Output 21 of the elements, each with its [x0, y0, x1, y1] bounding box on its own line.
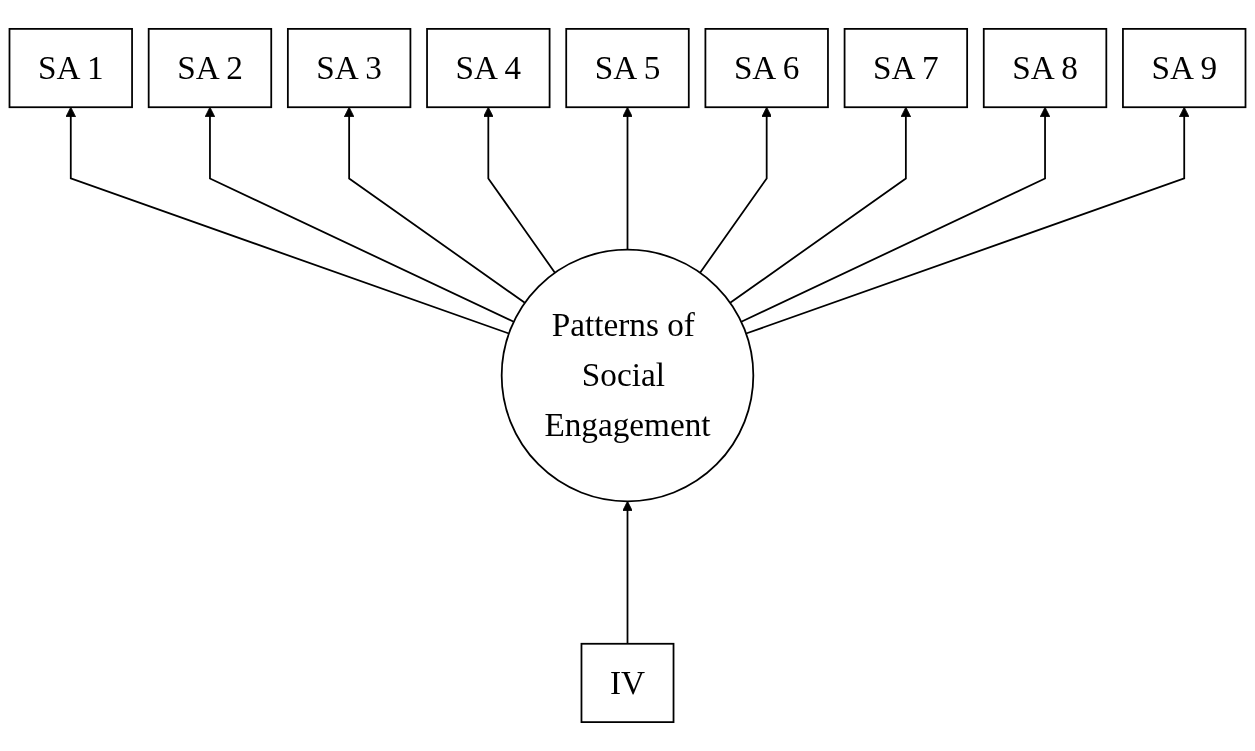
node-box: IV [580, 642, 675, 723]
arrow [745, 106, 1190, 335]
node-box: SA 5 [565, 28, 690, 109]
arrow [622, 500, 633, 645]
arrow [740, 106, 1051, 323]
arrow [343, 106, 526, 304]
node-box: SA 1 [8, 28, 133, 109]
arrow [65, 106, 510, 335]
arrow [699, 106, 772, 274]
node-circle: Patterns of Social Engagement [500, 248, 755, 503]
arrow [729, 106, 912, 304]
node-box: SA 8 [982, 28, 1108, 109]
node-box: SA 4 [426, 28, 551, 109]
node-box: SA 9 [1122, 28, 1247, 109]
arrow [622, 106, 633, 251]
node-box: SA 7 [843, 28, 969, 109]
arrow [483, 106, 556, 274]
node-box: SA 2 [147, 28, 273, 109]
node-box: SA 3 [286, 28, 412, 109]
node-box: SA 6 [704, 28, 829, 109]
arrow [204, 106, 515, 323]
